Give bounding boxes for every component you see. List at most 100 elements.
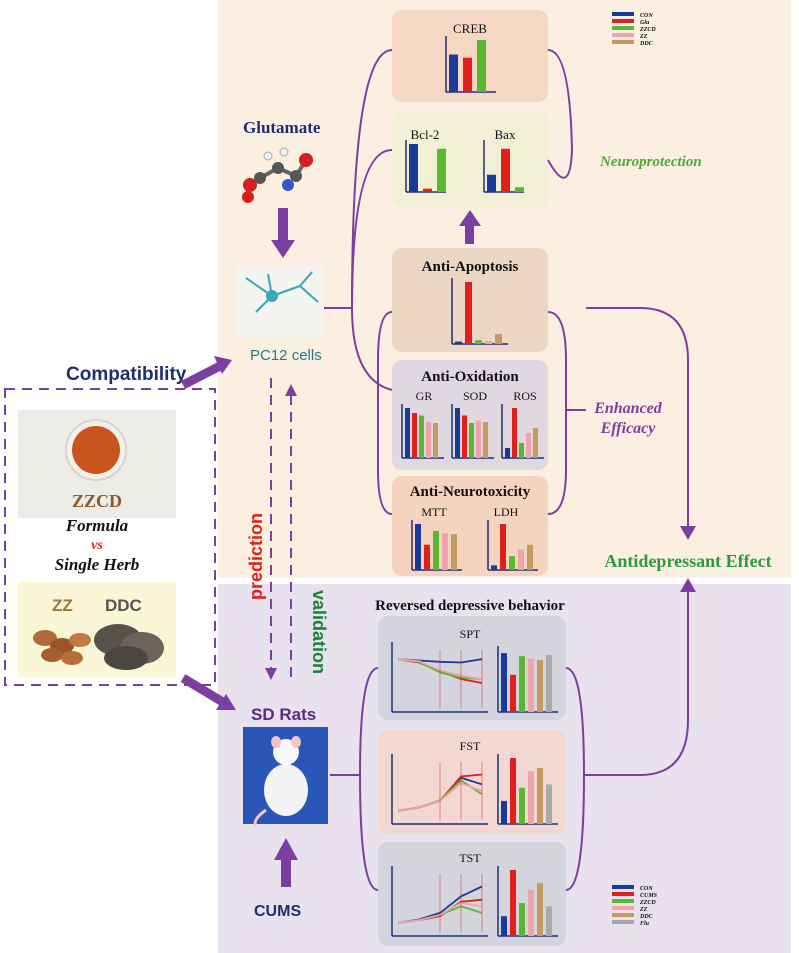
legend-swatch-zzcd	[612, 26, 634, 30]
cums-label: CUMS	[254, 903, 301, 920]
fst-bar-chart	[497, 754, 558, 825]
spt-bar-chart	[497, 646, 558, 713]
bar-zzcd	[519, 443, 524, 458]
fst-title: FST	[460, 739, 481, 753]
anti-apoptosis-title: Anti-Apoptosis	[422, 259, 519, 275]
legend-label-zz: ZZ	[639, 907, 648, 913]
enhanced-label: Enhanced	[593, 400, 663, 417]
bar-zz	[526, 433, 531, 458]
tst-title: TST	[459, 851, 481, 865]
glutamate-molecule-image	[242, 147, 313, 203]
pc12-label: PC12 cells	[250, 347, 322, 364]
zzcd-label: ZZCD	[72, 491, 122, 511]
bar-flu	[546, 784, 552, 824]
antidepressant-arrow-bottom	[680, 578, 696, 592]
bar-ddc	[433, 423, 438, 458]
apoptosis-up-arrow	[459, 210, 481, 244]
zz-herb-image	[33, 630, 91, 665]
bar-cums	[510, 758, 516, 824]
bar-zzcd	[519, 787, 525, 824]
efficacy-label: Efficacy	[600, 420, 657, 437]
ldh-bar-chart	[487, 520, 538, 571]
bar-con	[501, 916, 507, 936]
bar-con	[409, 144, 418, 192]
bar-flu	[546, 906, 552, 936]
bar-zzcd	[515, 187, 524, 192]
bar-zzcd	[437, 148, 446, 192]
anti-oxidation-title: Anti-Oxidation	[421, 369, 519, 385]
bar-ddc	[483, 422, 488, 458]
ros-title: ROS	[513, 389, 536, 403]
spt-title: SPT	[460, 627, 481, 641]
bar-zz	[426, 422, 431, 458]
legend-swatch-glu	[612, 19, 634, 23]
anti-neurotoxicity-box	[392, 476, 548, 576]
zz-label: ZZ	[52, 596, 73, 615]
anti-apoptosis-bar-chart	[451, 278, 508, 345]
decoction-liquid	[72, 426, 120, 474]
bar-zzcd	[475, 340, 482, 344]
bar-flu	[546, 654, 552, 712]
bar-zzcd	[419, 415, 424, 458]
neuron-icon	[245, 271, 319, 313]
bar-zzcd	[469, 423, 474, 458]
bar-con	[505, 448, 510, 458]
legend-label-con: CON	[640, 13, 653, 19]
bar-glu	[463, 57, 472, 92]
reversed-behavior-title: Reversed depressive behavior	[375, 598, 565, 614]
bar-zz	[518, 549, 524, 570]
legend-swatch-zz	[612, 33, 634, 37]
neuroprotection-label: Neuroprotection	[599, 154, 702, 170]
ddc-label: DDC	[105, 596, 142, 615]
tst-line-chart	[391, 866, 488, 937]
legend-label-zzcd: ZZCD	[639, 27, 656, 33]
bar-con	[501, 800, 507, 824]
sod-title: SOD	[463, 389, 487, 403]
anti-neurotoxicity-title: Anti-Neurotoxicity	[410, 484, 531, 500]
mtt-bar-chart	[411, 520, 462, 571]
bcl2-title: Bcl-2	[411, 127, 440, 142]
antidepressant-label: Antidepressant Effect	[604, 551, 771, 571]
legend-swatch-flu	[612, 920, 634, 924]
legend-swatch-ddc	[612, 913, 634, 917]
bar-con	[455, 408, 460, 458]
legend-label-zzcd: ZZCD	[639, 900, 656, 906]
antidepressant-arrow-top	[680, 526, 696, 540]
bar-glu	[500, 524, 506, 570]
single-herb-label: Single Herb	[55, 555, 140, 574]
rats-arrow	[180, 674, 236, 710]
bar-zzcd	[519, 656, 525, 712]
bar-zz	[528, 889, 534, 936]
validation-arrow	[285, 384, 297, 680]
bar-con	[415, 524, 421, 570]
compatibility-frame	[4, 388, 216, 686]
gr-title: GR	[416, 389, 433, 403]
herbs-photo-bg	[18, 582, 176, 677]
creb-title: CREB	[453, 21, 487, 36]
bar-ddc	[495, 334, 502, 344]
bar-ddc	[527, 544, 533, 570]
bar-ddc	[537, 767, 543, 824]
bar-glu	[424, 544, 430, 570]
mtt-title: MTT	[421, 505, 447, 519]
bar-zz	[528, 771, 534, 824]
bar-con	[487, 174, 496, 192]
gr-bar-chart	[401, 404, 444, 459]
glutamate-label: Glutamate	[243, 118, 321, 137]
spt-line-chart	[391, 642, 488, 713]
ldh-title: LDH	[494, 505, 519, 519]
bar-ddc	[537, 883, 543, 936]
bar-zz	[485, 340, 492, 344]
ddc-herb-image	[94, 624, 164, 670]
prediction-arrow	[265, 378, 277, 680]
legend-label-flu: Flu	[640, 921, 650, 927]
compatibility-label: Compatibility	[66, 364, 187, 385]
bar-ddc	[451, 534, 457, 570]
legend-swatch-ddc	[612, 40, 634, 44]
compatibility-arrow	[180, 356, 232, 390]
bar-zzcd	[433, 530, 439, 570]
bar-zz	[528, 658, 534, 712]
legend-swatch-con	[612, 12, 634, 16]
